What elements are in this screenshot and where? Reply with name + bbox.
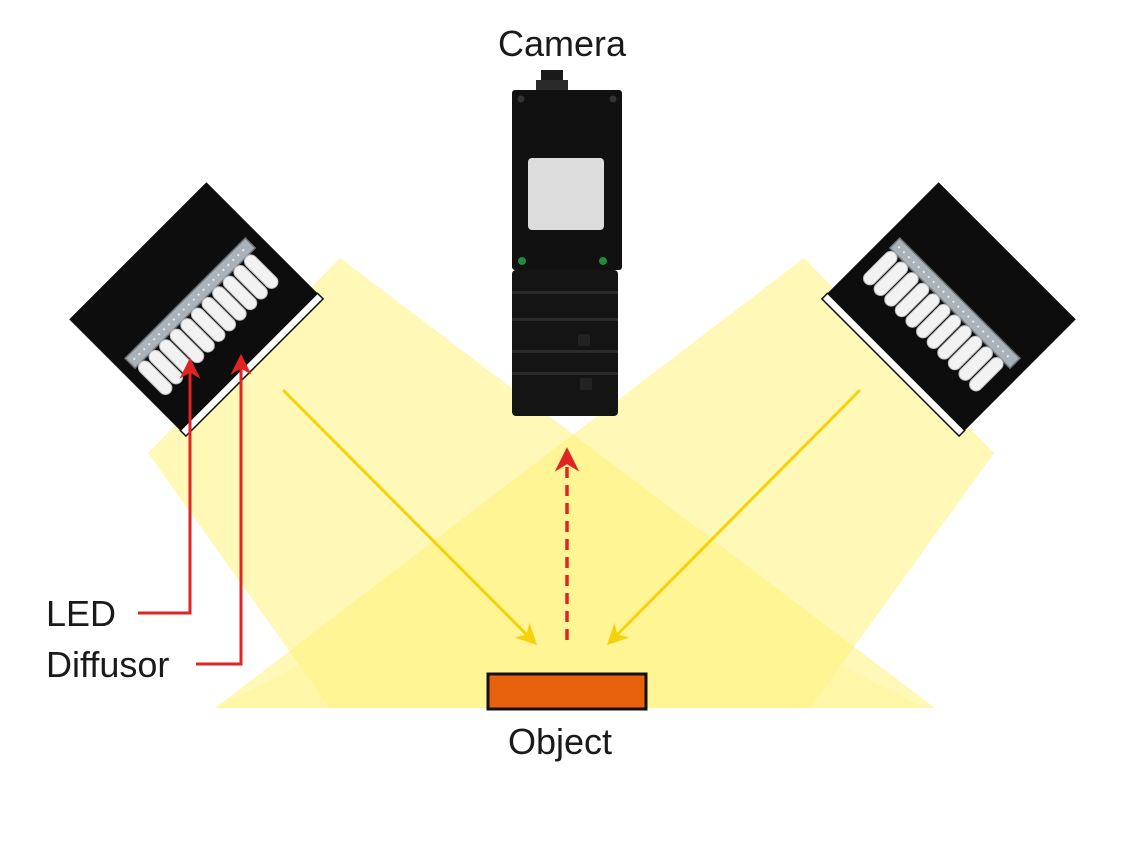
right-light-beam [215, 258, 994, 708]
diffusor-label: Diffusor [46, 644, 170, 685]
led-callout-arrow [138, 357, 201, 615]
right-illumination-arrow [607, 388, 862, 645]
object-label: Object [508, 721, 613, 762]
camera-label: Camera [498, 23, 627, 64]
right-diffusor [820, 292, 966, 438]
camera-label-plate [528, 158, 604, 230]
left-illumination-arrow [281, 388, 537, 645]
led-label: LED [46, 593, 117, 634]
left-led-light [69, 182, 325, 438]
right-led-row [862, 250, 1004, 392]
right-led-light [820, 182, 1076, 438]
diffusor-callout-arrow [196, 353, 252, 666]
camera-icon [512, 70, 622, 416]
left-led-row [137, 254, 279, 396]
object-sample [486, 672, 648, 711]
light-beams [148, 258, 994, 708]
right-beam-spill [810, 665, 925, 708]
